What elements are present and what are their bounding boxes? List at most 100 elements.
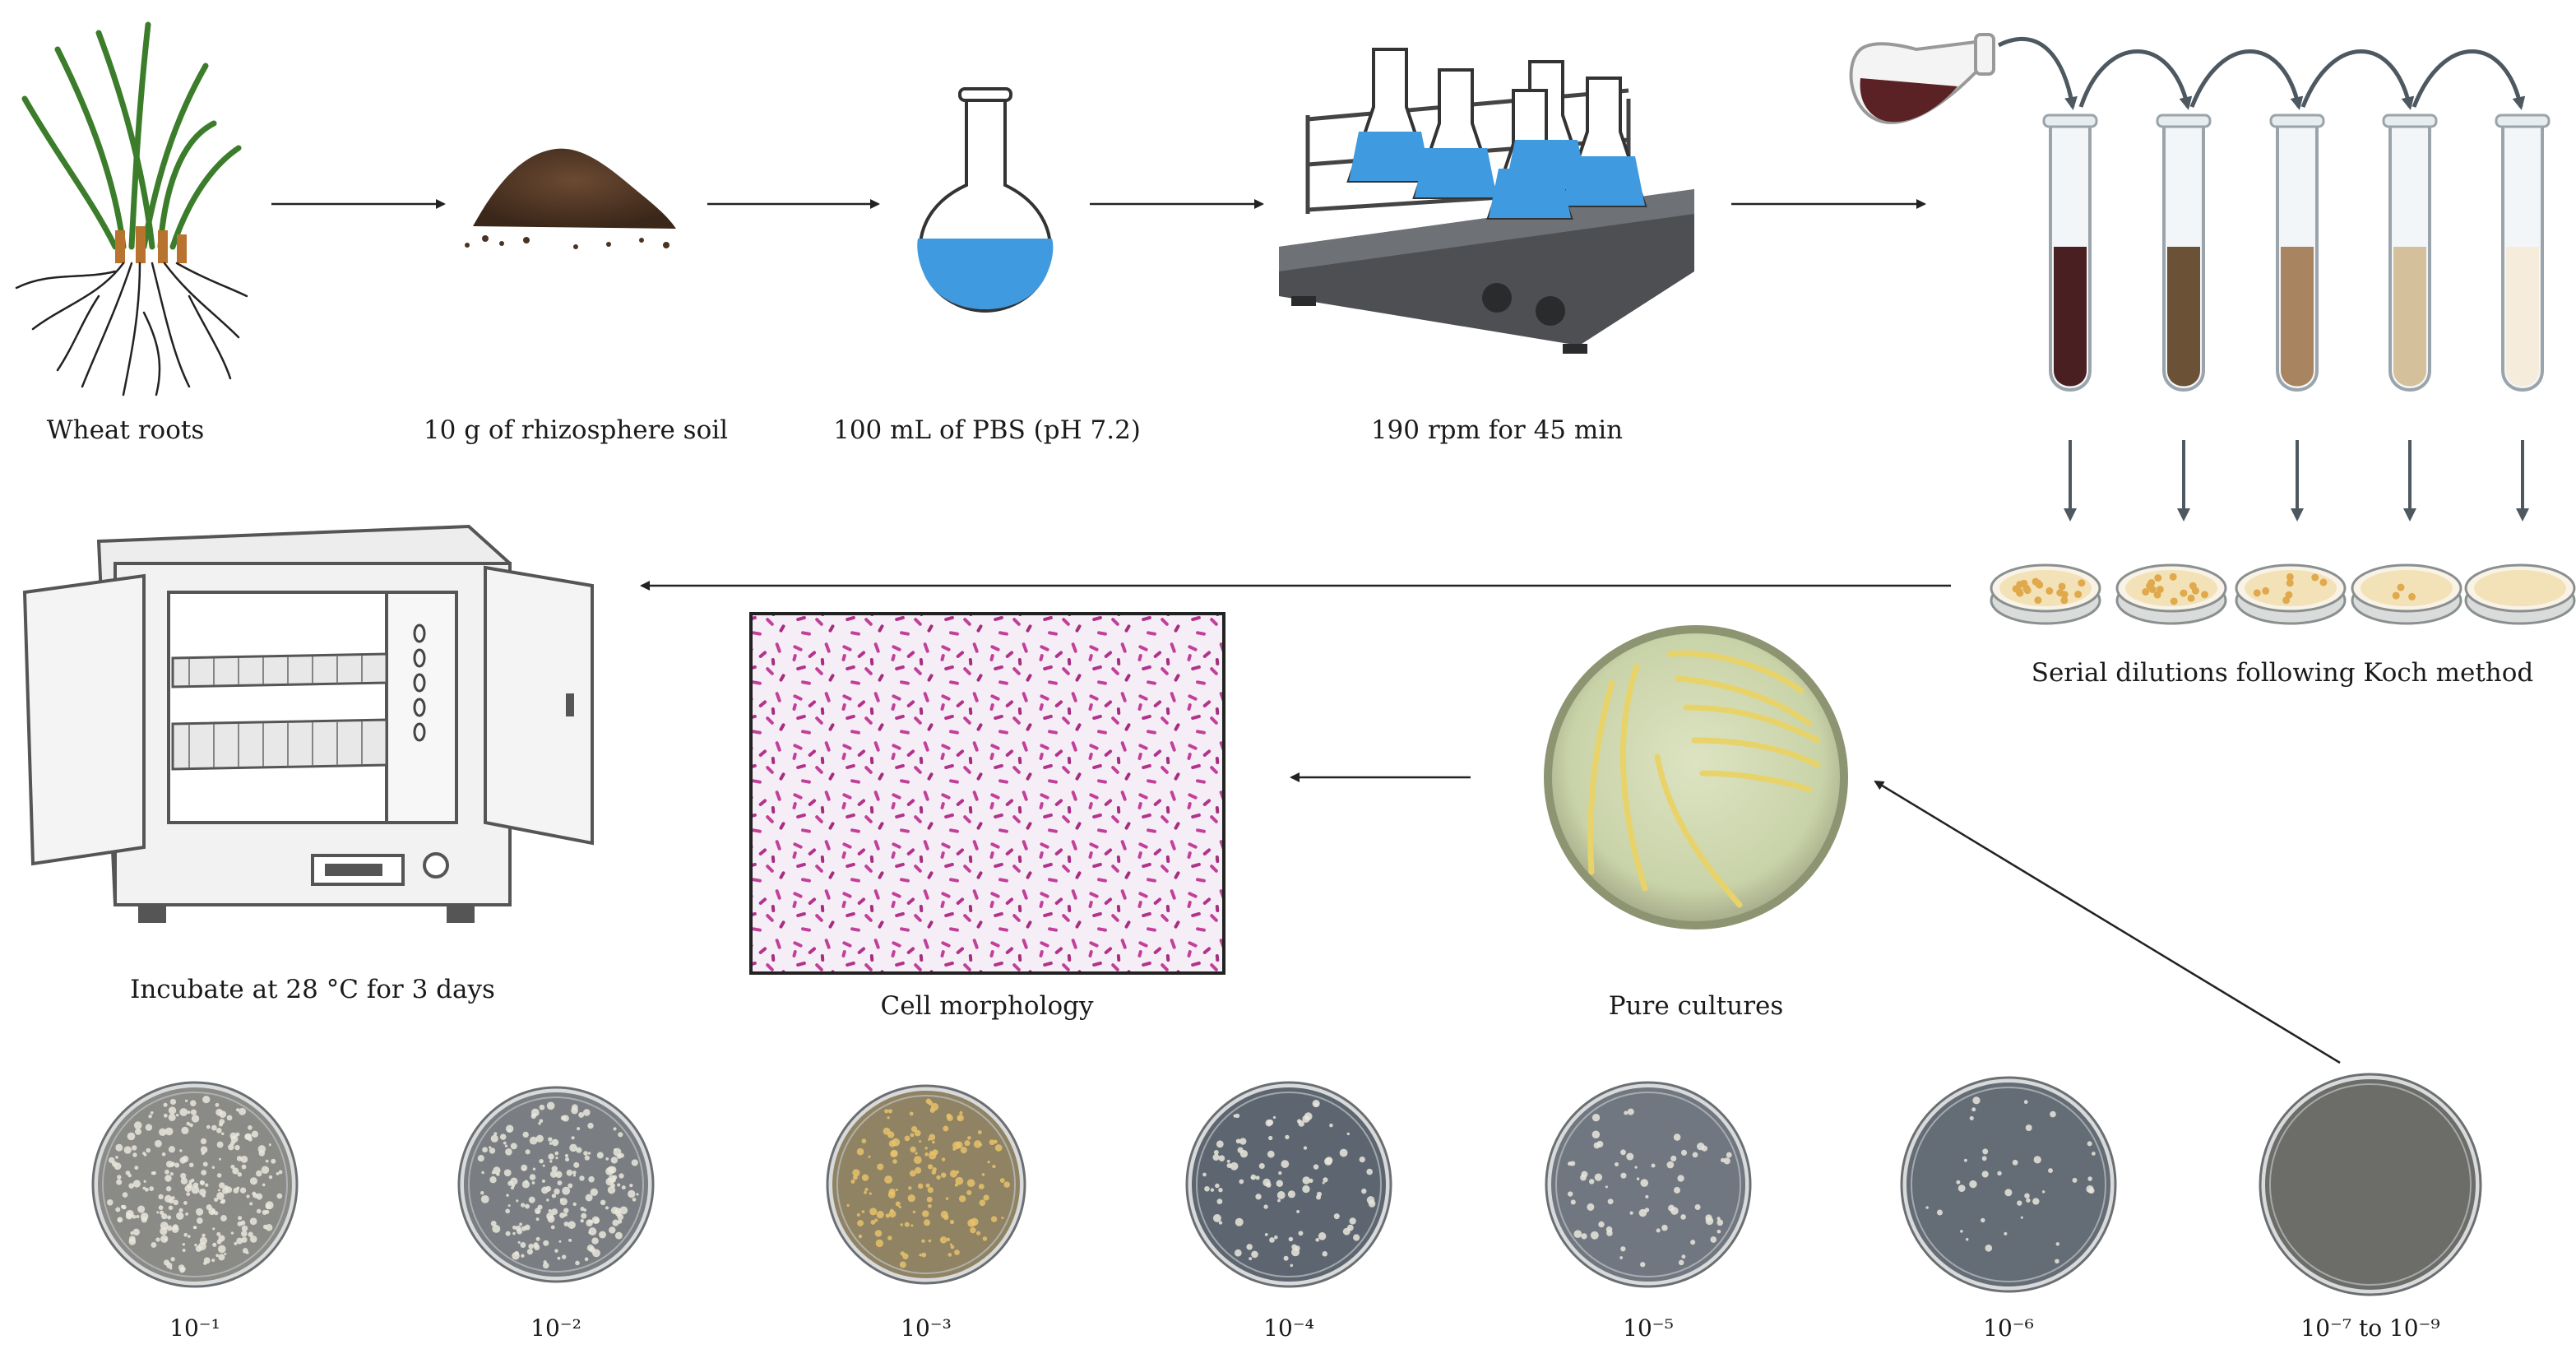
colony (1981, 1156, 1987, 1161)
colony (191, 1185, 200, 1194)
colony (605, 1206, 609, 1210)
label-shaker: 190 rpm for 45 min (1370, 415, 1624, 445)
colony (926, 1196, 933, 1203)
colony (582, 1109, 591, 1116)
colony (870, 1219, 876, 1225)
colony (955, 1176, 964, 1185)
colony (536, 1210, 540, 1214)
colony (921, 1252, 927, 1258)
colony (150, 1111, 154, 1115)
colony (2282, 596, 2291, 605)
colony (220, 1215, 227, 1222)
colony (245, 1251, 249, 1254)
colony (541, 1186, 549, 1194)
colony (1291, 1244, 1297, 1250)
colony (1717, 1217, 1721, 1221)
colony (182, 1243, 186, 1246)
colony (950, 1245, 955, 1249)
colony (2050, 1110, 2056, 1118)
colony (994, 1144, 1003, 1152)
colony (2319, 578, 2328, 586)
colony (2262, 586, 2270, 595)
colony (132, 1145, 137, 1151)
colony (490, 1134, 498, 1143)
colony (132, 1228, 140, 1236)
colony (165, 1161, 174, 1168)
colony (2058, 582, 2066, 591)
colony (1591, 1130, 1601, 1139)
colony (1003, 1181, 1010, 1188)
label-incubate: Incubate at 28 °C for 3 days (130, 975, 495, 1004)
colony (1235, 1138, 1241, 1144)
colony (947, 1253, 952, 1257)
colony (1212, 1153, 1220, 1161)
colony (216, 1231, 221, 1236)
colony (127, 1173, 132, 1178)
colony (1598, 1221, 1605, 1228)
colony (505, 1231, 511, 1236)
colony (1620, 1172, 1627, 1179)
colony (2016, 589, 2024, 597)
colony (1278, 1171, 1282, 1175)
colony (200, 1146, 208, 1154)
tube-to-dish-arrows (2064, 440, 2529, 522)
colony (564, 1157, 570, 1162)
colony (932, 1140, 935, 1144)
colony (164, 1175, 172, 1182)
colony (1726, 1152, 1732, 1158)
colony (1264, 1232, 1268, 1236)
label-pbs: 100 mL of PBS (pH 7.2) (833, 415, 1141, 445)
colony (117, 1175, 122, 1180)
colony (212, 1227, 215, 1231)
colony (577, 1127, 581, 1131)
colony (528, 1243, 534, 1249)
colony (1323, 1177, 1328, 1183)
colony (1624, 1110, 1629, 1115)
colony (519, 1222, 523, 1226)
colony (572, 1202, 577, 1207)
plate-dilution-label: 10⁻⁵ (1623, 1314, 1674, 1342)
colony (529, 1174, 536, 1180)
colony (535, 1217, 540, 1222)
colony (123, 1146, 132, 1154)
colony (211, 1124, 217, 1131)
colony (218, 1122, 224, 1127)
colony (1960, 1230, 1963, 1233)
colony (612, 1219, 619, 1226)
colony (234, 1241, 238, 1245)
colony (520, 1242, 526, 1248)
colony (2142, 588, 2150, 596)
colony (161, 1213, 168, 1220)
colony (215, 1108, 223, 1116)
plate-dilution-label: 10⁻⁴ (1263, 1314, 1314, 1342)
colony (505, 1148, 512, 1156)
colony (1670, 1155, 1677, 1162)
colony (1246, 1244, 1253, 1250)
cell-morphology-micrograph (749, 612, 1225, 975)
colony (489, 1146, 492, 1149)
colony (1965, 1237, 1969, 1241)
colony (568, 1221, 576, 1229)
colony (1339, 1148, 1348, 1157)
colony (2311, 573, 2319, 582)
colony (2286, 573, 2294, 581)
colony (503, 1169, 512, 1177)
colony (1640, 1262, 1646, 1268)
colony (237, 1221, 243, 1226)
colony (146, 1147, 151, 1153)
colony (1651, 1163, 1656, 1168)
colony (1001, 1217, 1004, 1220)
colony (2060, 596, 2069, 605)
colony (179, 1108, 188, 1116)
colony (564, 1153, 569, 1158)
colony (560, 1198, 563, 1201)
colony (631, 1159, 638, 1166)
colony (560, 1115, 567, 1121)
colony (1997, 1171, 2002, 1176)
colony (887, 1236, 892, 1240)
colony (261, 1166, 270, 1174)
colony (876, 1211, 884, 1219)
colony (583, 1208, 587, 1212)
colony (966, 1179, 975, 1188)
colony (563, 1222, 569, 1226)
